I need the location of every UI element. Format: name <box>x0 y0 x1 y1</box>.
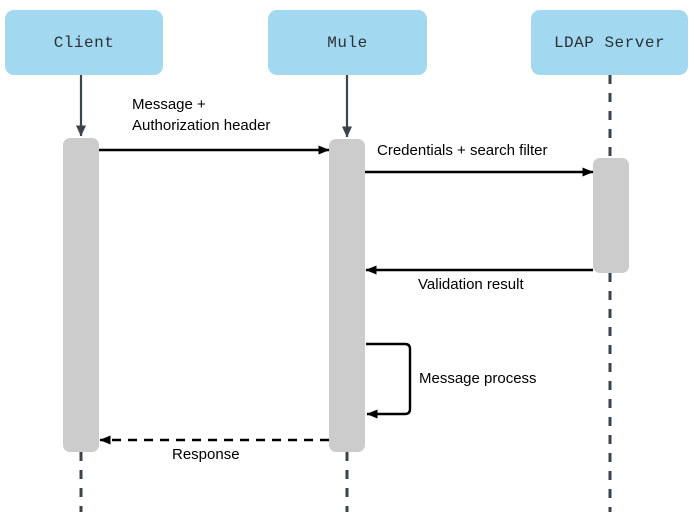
actor-box-client[interactable]: Client <box>5 10 163 75</box>
activation-bar-client <box>63 138 99 452</box>
actor-label-mule: Mule <box>327 33 368 52</box>
message-label-request-line2: Authorization header <box>132 117 271 134</box>
message-arrow-self-process[interactable] <box>366 342 412 419</box>
activation-bar-mule <box>329 139 365 452</box>
actor-label-ldap-server: LDAP Server <box>553 33 666 52</box>
message-label-credentials: Credentials + search filter <box>377 142 548 159</box>
actor-box-mule[interactable]: Mule <box>268 10 427 75</box>
message-label-process: Message process <box>419 370 537 387</box>
activation-bar-ldap-server <box>593 158 629 273</box>
message-label-request: Message + Authorization header <box>132 94 270 136</box>
actor-label-client: Client <box>53 33 115 52</box>
message-label-validation: Validation result <box>418 276 524 293</box>
message-label-response: Response <box>172 446 240 463</box>
actor-box-ldap-server[interactable]: LDAP Server <box>531 10 688 75</box>
message-label-request-line1: Message + <box>132 96 206 113</box>
